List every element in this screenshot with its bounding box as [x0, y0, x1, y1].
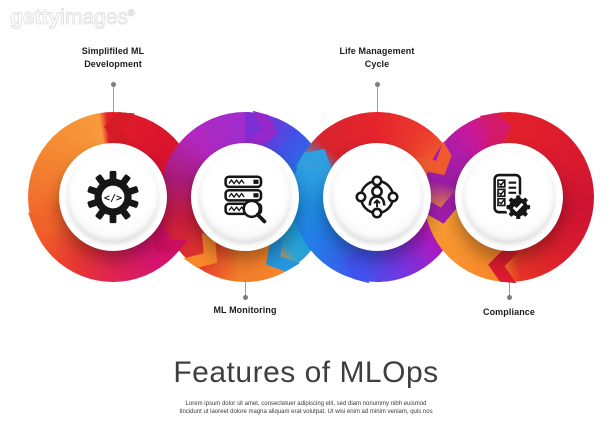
watermark-light-text: images: [60, 6, 129, 30]
connector-line-feature-4: [509, 280, 510, 296]
watermark-bold-text: getty: [9, 6, 61, 30]
connector-dot-feature-4: [507, 295, 512, 300]
connector-dot-feature-1: [111, 82, 116, 87]
getty-watermark: gettyimages®: [9, 6, 135, 30]
server-search-icon: [224, 175, 267, 224]
description-text: Lorem ipsum dolor sit amet, consectetuer…: [179, 401, 433, 415]
connector-line-feature-2: [245, 280, 246, 296]
feature-label-simplified-ml-development: Simplifiled ML Development: [81, 46, 145, 69]
page-title: Features of MLOps: [173, 356, 439, 389]
connector-line-feature-3: [377, 87, 378, 115]
feature-label-life-management-cycle: Life Management Cycle: [339, 46, 415, 69]
connector-dot-feature-2: [243, 295, 248, 300]
checklist-gear-icon: [493, 173, 531, 220]
feature-ring-1: </>: [28, 112, 198, 282]
gear-code-icon: </>: [87, 170, 139, 224]
connector-dot-feature-3: [375, 82, 380, 87]
feature-circle: [59, 143, 167, 251]
feature-label-compliance: Compliance: [482, 307, 535, 317]
connector-line-feature-1: [113, 87, 114, 115]
feature-ring-4: [424, 112, 594, 282]
user-network-icon: [355, 175, 399, 219]
svg-text:</>: </>: [104, 193, 122, 204]
registered-mark: ®: [127, 8, 135, 19]
feature-label-ml-monitoring: ML Monitoring: [213, 305, 277, 315]
feature-circle: [191, 143, 299, 251]
